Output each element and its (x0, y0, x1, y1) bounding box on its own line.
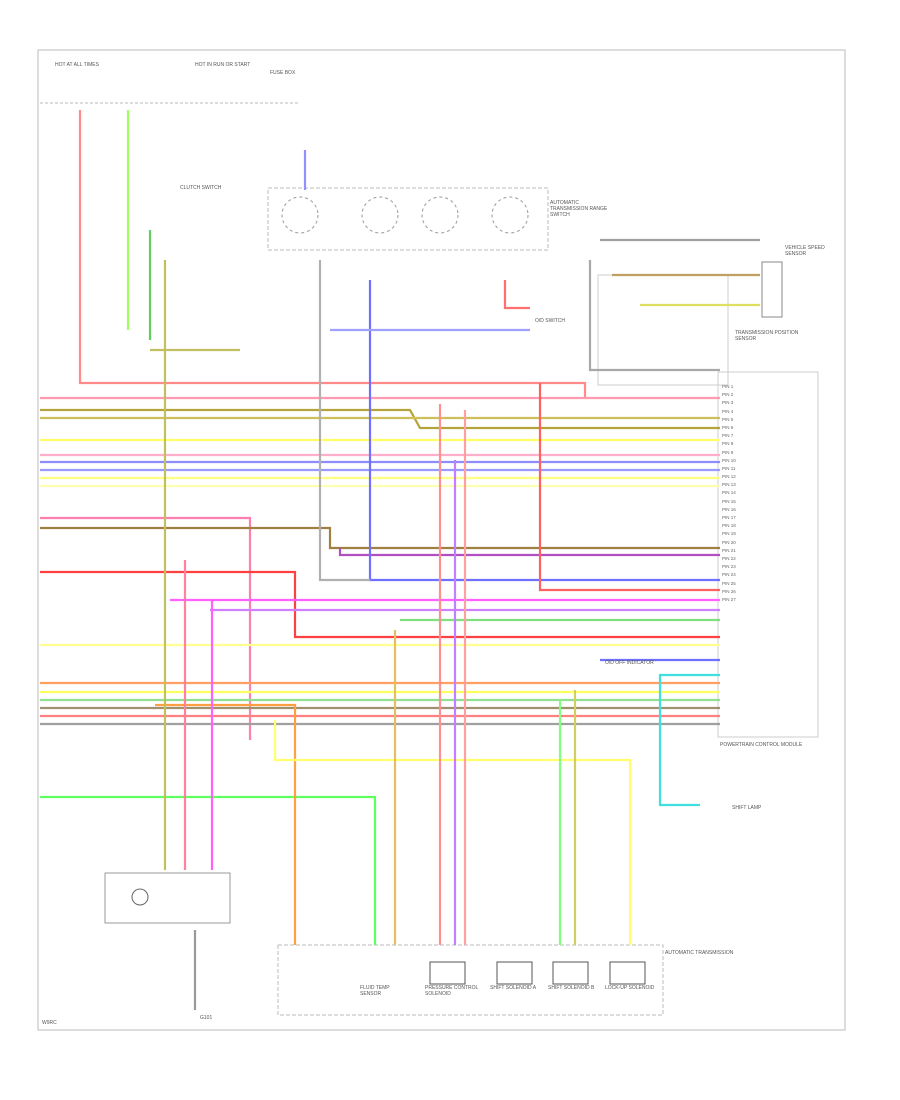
diagram-border (37, 49, 846, 1031)
ground-label: G101 (200, 1015, 213, 1021)
lockup-solenoid-label: LOCK-UP SOLENOID (605, 985, 655, 991)
solenoid-symbol (496, 961, 533, 985)
wire (318, 260, 370, 582)
switch-contact-symbol (421, 196, 459, 234)
module-pin-label: PIN 21 (722, 547, 736, 553)
module-pin-label: PIN 3 (722, 400, 734, 406)
wire (78, 110, 587, 398)
module-pin-label: PIN 26 (722, 588, 736, 594)
wire (658, 673, 720, 807)
switch-contact-symbol (361, 196, 399, 234)
module-pin-label: PIN 27 (722, 596, 736, 602)
module-pin-label: PIN 9 (722, 449, 734, 455)
module-pin-label: PIN 13 (722, 482, 736, 488)
wire (273, 720, 632, 945)
speed-sensor-label: VEHICLE SPEED SENSOR (785, 245, 825, 257)
switch-contact-symbol (281, 196, 319, 234)
module-pin-label: PIN 23 (722, 564, 736, 570)
sensor-connector-symbol (761, 261, 783, 318)
module-pin-label: PIN 19 (722, 531, 736, 537)
module-pin-label: PIN 24 (722, 572, 736, 578)
fluid-temp-label: FLUID TEMP SENSOR (360, 985, 390, 997)
power-label-mid: HOT IN RUN OR START (195, 62, 251, 68)
wire (368, 280, 720, 582)
od-switch-box (104, 872, 231, 924)
wires (40, 110, 760, 1010)
module-pin-label: PIN 12 (722, 474, 736, 480)
wire (40, 516, 252, 740)
wire (40, 570, 720, 639)
power-label-left: HOT AT ALL TIMES (55, 62, 99, 68)
footer-code: W9RC (42, 1020, 57, 1026)
module-pin-label: PIN 1 (722, 384, 734, 389)
wire (588, 260, 720, 372)
module-pin-label: PIN 5 (722, 416, 734, 422)
module-pin-label: PIN 25 (722, 580, 736, 586)
solenoid-symbol (429, 961, 466, 985)
transmission-box (277, 944, 664, 1016)
indicator-label: O/D OFF INDICATOR (605, 660, 654, 666)
range-switch-label: AUTOMATIC TRANSMISSION RANGE SWITCH (550, 200, 608, 218)
module-pin-label: PIN 14 (722, 490, 736, 496)
module-pin-label: PIN 22 (722, 555, 736, 561)
switch-contact-symbol (491, 196, 529, 234)
module-pin-label: PIN 6 (722, 424, 734, 430)
components (131, 196, 783, 985)
wire (503, 280, 530, 310)
module-title: POWERTRAIN CONTROL MODULE (720, 742, 803, 748)
wire (338, 548, 720, 557)
transmission-label: AUTOMATIC TRANSMISSION (665, 950, 734, 956)
pressure-solenoid-label: PRESSURE CONTROL SOLENOID (425, 985, 479, 997)
module-pin-list: PIN 1 PIN 2 PIN 3 PIN 4 PIN 5 PIN 6 PIN 7 PIN 8… (722, 383, 736, 604)
module-pin-label: PIN 7 (722, 433, 734, 439)
module-pin-label: PIN 8 (722, 441, 734, 447)
range-switch-box (267, 187, 549, 251)
solenoid-symbol (609, 961, 646, 985)
position-sensor-label: TRANSMISSION POSITION SENSOR (735, 330, 799, 342)
indicator-bulb-icon (131, 888, 149, 906)
module-pin-label: PIN 20 (722, 539, 736, 545)
position-sensor-box (597, 274, 729, 386)
module-pin-label: PIN 10 (722, 457, 736, 463)
solenoid-symbol (552, 961, 589, 985)
fuse-box-label: FUSE BOX (270, 70, 296, 76)
module-pin-label: PIN 18 (722, 523, 736, 529)
module-pin-label: PIN 16 (722, 506, 736, 512)
clutch-switch-label: CLUTCH SWITCH (180, 185, 222, 191)
module-pin-label: PIN 4 (722, 408, 734, 414)
od-switch-label: O/D SWITCH (535, 318, 565, 324)
shift-solenoid-b-label: SHIFT SOLENOID B (548, 985, 595, 991)
wire (40, 526, 720, 550)
shift-solenoid-a-label: SHIFT SOLENOID A (490, 985, 537, 991)
module-pin-label: PIN 15 (722, 498, 736, 504)
wire (40, 795, 377, 945)
wire (155, 703, 297, 945)
module-pin-label: PIN 17 (722, 515, 736, 520)
wire (538, 383, 720, 592)
module-pin-label: PIN 11 (722, 465, 736, 471)
shift-lamp-label: SHIFT LAMP (732, 805, 762, 811)
module-pin-label: PIN 2 (722, 392, 734, 398)
